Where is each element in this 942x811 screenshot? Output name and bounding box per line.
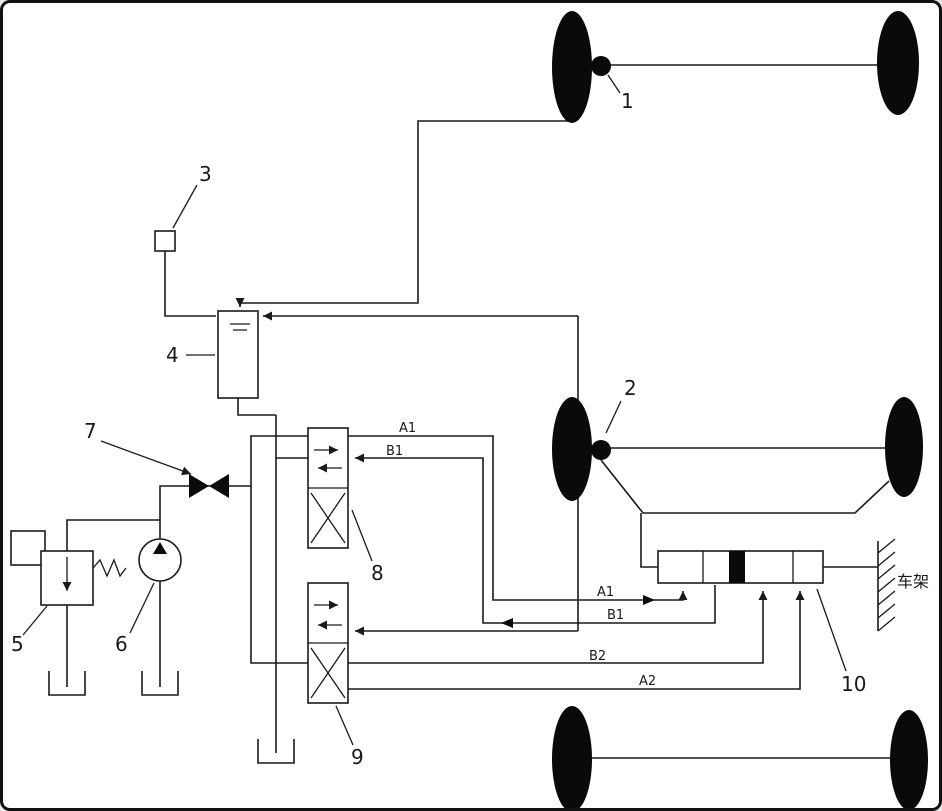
cylinder-left-rod [640,513,658,568]
drain-symbol [48,671,86,696]
leader-8 [351,509,373,562]
line-wheel1-to-tank [235,120,572,307]
throttle-7 [189,474,229,498]
throttle-icon [189,474,209,498]
line-tank-out [237,398,276,416]
label-3: 3 [199,162,212,186]
leader-5 [22,605,48,636]
reservoir-4 [217,310,259,399]
directional-valve-8 [307,427,349,549]
wheel [890,710,928,808]
flow-arrow-b1 [501,618,513,628]
leader-3 [172,184,198,229]
line-a2 [348,591,805,690]
line-supply-valve8 [250,435,308,486]
tie-rod-line [600,459,890,514]
piston-icon [729,551,745,583]
valve8-cross-icon [310,492,346,544]
wheel [552,11,592,123]
hydraulic-steering-schematic: 1 2 3 4 5 6 7 8 9 10 A1 B1 A1 B1 B2 A2 车… [10,11,929,808]
label-frame: 车架 [897,572,929,591]
hub [591,56,611,76]
label-7: 7 [84,419,97,443]
axle-1 [552,11,919,123]
sensor-box-icon [154,230,176,252]
leader-lines [22,74,847,746]
wheel [552,397,592,501]
label-valve8-a1: A1 [399,421,416,436]
leader-7 [100,440,192,476]
label-4: 4 [166,343,179,367]
label-2: 2 [624,376,637,400]
spring-icon [92,558,127,578]
flow-arrow-a1 [643,595,655,605]
label-valve8-b1: B1 [386,444,403,459]
leader-1 [607,74,621,94]
line-comp3-tank [164,251,216,317]
label-cyl-b2: B2 [589,649,606,664]
relief-valve-5 [10,530,127,696]
drain-symbol [257,739,295,764]
label-1: 1 [621,89,634,113]
axle-3 [552,706,928,808]
line-relief-tee [66,519,160,551]
pump-arrow-icon [153,542,167,554]
reservoir-icon [217,310,259,399]
pipe-lines [66,120,805,753]
leader-6 [129,582,155,634]
valve9-cross-icon [310,647,346,699]
leader-10 [816,588,847,672]
label-6: 6 [115,632,128,656]
wheel [885,397,923,497]
label-9: 9 [351,745,364,769]
axle-2 [552,397,923,501]
throttle-icon [209,474,229,498]
label-8: 8 [371,561,384,585]
line-b1 [355,453,716,624]
component-3 [154,230,176,252]
drain-symbol [141,671,179,696]
label-cyl-a1: A1 [597,585,614,600]
steering-cylinder-10 [600,459,896,632]
line-b2 [348,591,768,664]
wheel [552,706,592,808]
wheel [877,11,919,115]
pump-6 [138,538,182,696]
directional-valve-9 [257,582,349,764]
label-5: 5 [11,632,24,656]
port-labels: A1 B1 A1 B1 B2 A2 [386,421,656,689]
label-10: 10 [841,672,866,696]
label-cyl-a2: A2 [639,674,656,689]
line-a1 [348,435,688,601]
leader-2 [605,400,622,434]
frame-hatching-icon [877,538,896,632]
label-cyl-b1: B1 [607,608,624,623]
fluid-level-icon [230,323,250,331]
hub [591,440,611,460]
pilot-box-icon [10,530,46,566]
line-pump-supply [159,485,251,539]
cylinder-chamber-lines [702,551,794,583]
component-labels: 1 2 3 4 5 6 7 8 9 10 [11,89,866,769]
line-supply-valve9 [250,486,308,664]
leader-9 [335,705,354,746]
